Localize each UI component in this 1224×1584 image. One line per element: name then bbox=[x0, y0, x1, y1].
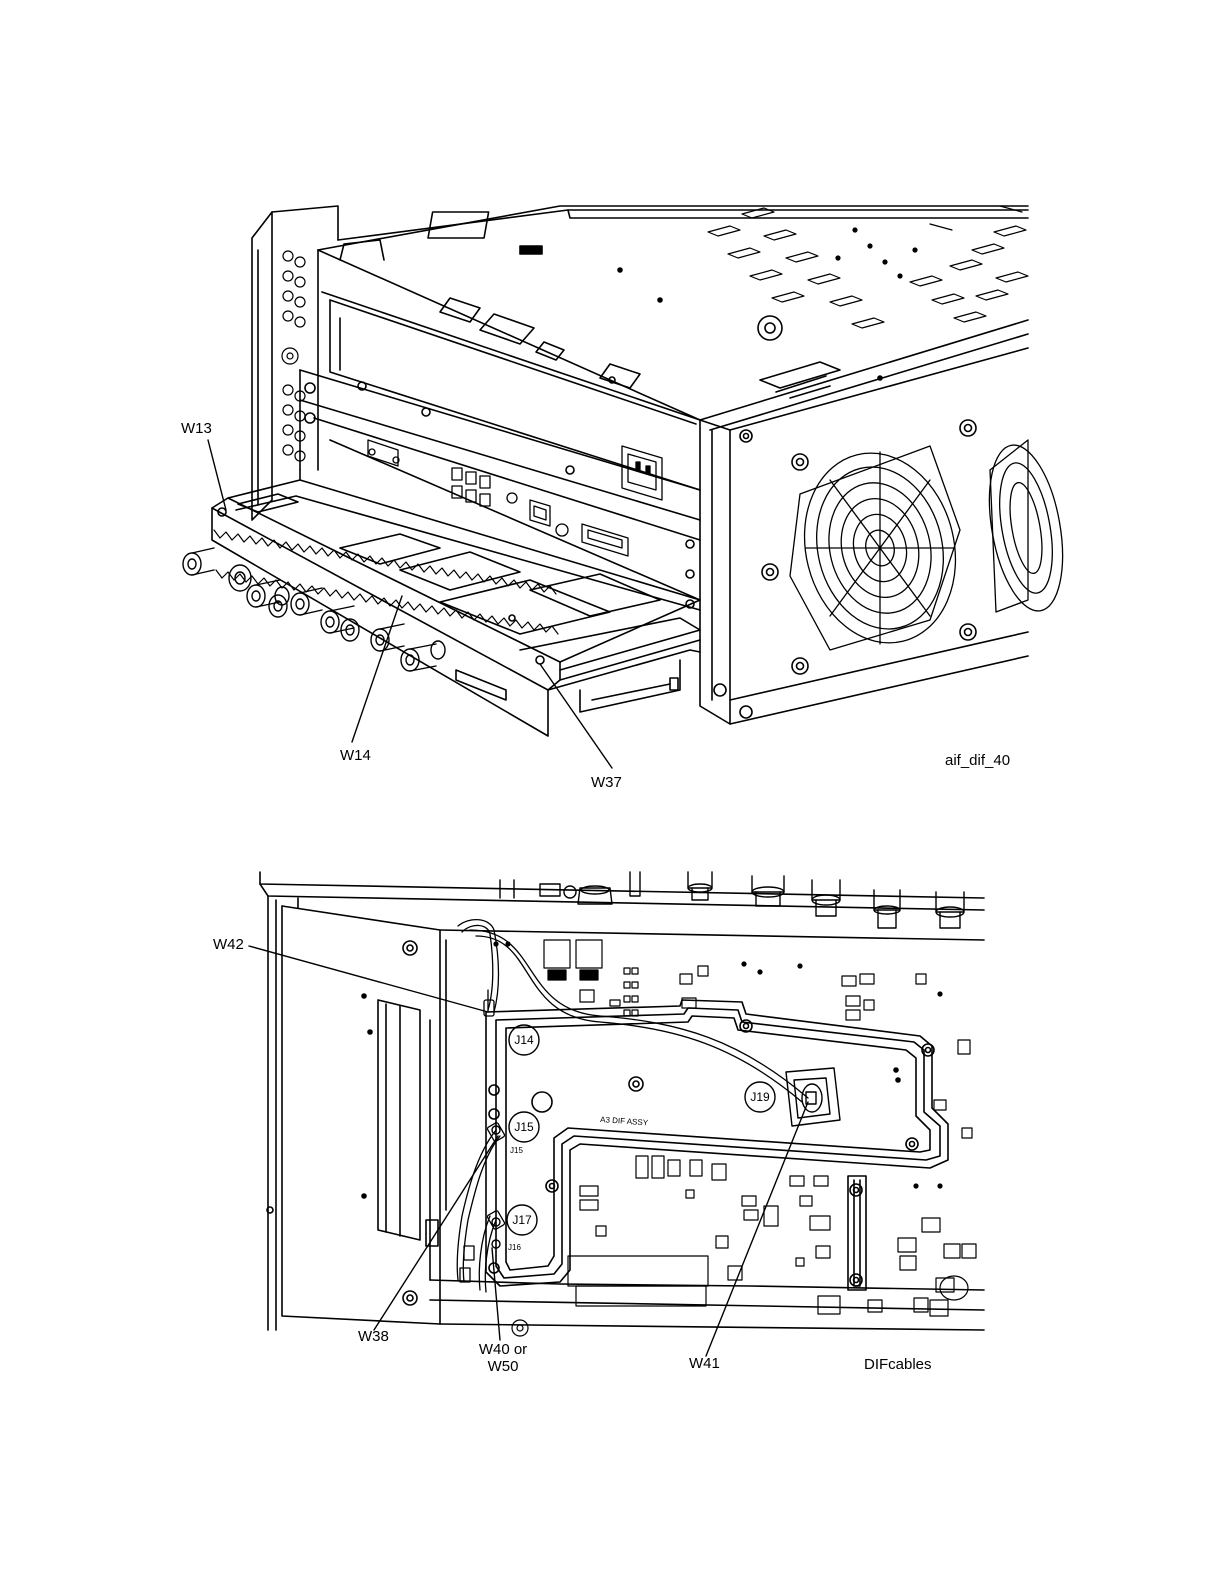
connector-j19: J19 bbox=[750, 1090, 770, 1104]
silkscreen-j15: J15 bbox=[510, 1146, 523, 1155]
callout-w40-line2: W50 bbox=[479, 1359, 527, 1374]
connector-j17: J17 bbox=[512, 1213, 532, 1227]
w42-leader bbox=[249, 946, 488, 1012]
callout-w38: W38 bbox=[358, 1329, 389, 1344]
callout-w40-line1: W40 or bbox=[479, 1342, 527, 1357]
top-frame bbox=[260, 872, 984, 1330]
board-silkscreen-label: A3 DIF ASSY bbox=[600, 1115, 649, 1127]
callout-w41: W41 bbox=[689, 1356, 720, 1371]
connector-j14: J14 bbox=[514, 1033, 534, 1047]
silkscreen-j17: J16 bbox=[508, 1243, 521, 1252]
figure-id-difcables: DIFcables bbox=[864, 1357, 932, 1372]
cable-w41 bbox=[470, 930, 808, 1098]
dif-cables bbox=[457, 920, 808, 1292]
j19-socket bbox=[786, 1068, 840, 1126]
figure-2-leader-lines bbox=[249, 946, 808, 1356]
connector-bubbles bbox=[492, 1025, 775, 1248]
callout-w40-or-w50: W40 or W50 bbox=[479, 1342, 527, 1374]
pcb-components bbox=[494, 940, 976, 1336]
connector-j15: J15 bbox=[514, 1120, 534, 1134]
cable-w40 bbox=[479, 1216, 490, 1290]
callout-w42: W42 bbox=[213, 937, 244, 952]
top-bnc-connectors bbox=[500, 872, 964, 928]
dif-shield-outline bbox=[486, 1000, 948, 1290]
